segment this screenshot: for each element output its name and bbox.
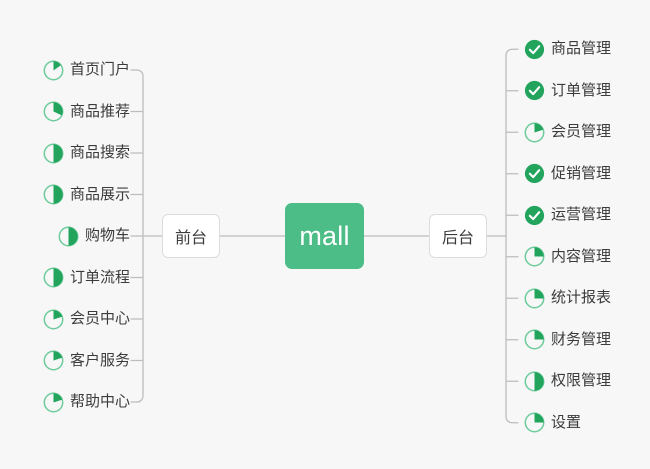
leaf-item-label: 商品管理 <box>551 40 612 58</box>
leaf-item-label: 订单管理 <box>551 81 612 99</box>
leaf-item-label: 财务管理 <box>551 330 612 348</box>
center-node-mall[interactable]: mall <box>285 203 364 269</box>
leaf-item-label: 会员中心 <box>69 310 130 327</box>
branch-node-frontend[interactable]: 前台 <box>162 214 220 258</box>
pie-progress-icon <box>58 226 79 247</box>
pie-progress-icon <box>43 101 64 122</box>
leaf-item-label: 购物车 <box>84 227 130 244</box>
pie-progress-icon <box>524 246 545 267</box>
center-node-label: mall <box>299 220 350 251</box>
leaf-item-label: 商品搜索 <box>69 144 130 161</box>
check-circle-icon <box>524 80 545 101</box>
leaf-item-left-1[interactable]: 商品推荐 <box>43 99 130 125</box>
branch-node-frontend-label: 前台 <box>174 230 207 247</box>
pie-progress-icon <box>524 412 545 433</box>
leaf-item-right-1[interactable]: 订单管理 <box>524 78 611 104</box>
leaf-item-right-4[interactable]: 运营管理 <box>524 202 611 228</box>
leaf-item-label: 设置 <box>551 413 582 431</box>
leaf-item-right-6[interactable]: 统计报表 <box>524 285 611 311</box>
leaf-item-left-4[interactable]: 购物车 <box>58 223 130 249</box>
pie-progress-icon <box>43 309 64 330</box>
leaf-item-right-5[interactable]: 内容管理 <box>524 244 611 270</box>
leaf-item-left-6[interactable]: 会员中心 <box>43 306 130 332</box>
leaf-item-left-7[interactable]: 客户服务 <box>43 348 130 374</box>
leaf-item-label: 订单流程 <box>69 268 130 286</box>
leaf-item-left-5[interactable]: 订单流程 <box>43 265 130 291</box>
leaf-item-label: 内容管理 <box>551 247 612 265</box>
branch-node-backend-label: 后台 <box>441 230 474 247</box>
leaf-item-right-9[interactable]: 设置 <box>524 410 581 436</box>
leaf-item-right-0[interactable]: 商品管理 <box>524 36 611 62</box>
leaf-item-label: 统计报表 <box>551 289 612 307</box>
pie-progress-icon <box>524 288 545 309</box>
pie-progress-icon <box>43 267 64 288</box>
leaf-item-label: 会员管理 <box>551 123 612 141</box>
leaf-item-left-0[interactable]: 首页门户 <box>43 57 130 83</box>
leaf-item-label: 商品推荐 <box>69 102 130 120</box>
leaf-item-label: 客户服务 <box>69 351 130 369</box>
branch-node-backend[interactable]: 后台 <box>429 214 487 258</box>
leaf-item-label: 运营管理 <box>551 206 612 224</box>
pie-progress-icon <box>43 392 64 413</box>
leaf-item-label: 帮助中心 <box>69 393 130 410</box>
leaf-item-label: 商品展示 <box>69 185 130 203</box>
check-circle-icon <box>524 205 545 226</box>
leaf-item-right-2[interactable]: 会员管理 <box>524 119 611 145</box>
pie-progress-icon <box>524 371 545 392</box>
leaf-item-left-8[interactable]: 帮助中心 <box>43 389 130 415</box>
check-circle-icon <box>524 39 545 60</box>
leaf-item-right-8[interactable]: 权限管理 <box>524 368 611 394</box>
pie-progress-icon <box>43 184 64 205</box>
pie-progress-icon <box>43 143 64 164</box>
leaf-item-left-3[interactable]: 商品展示 <box>43 182 130 208</box>
leaf-item-label: 首页门户 <box>69 61 130 78</box>
leaf-item-label: 促销管理 <box>551 164 612 182</box>
leaf-item-right-3[interactable]: 促销管理 <box>524 161 611 187</box>
pie-progress-icon <box>43 60 64 81</box>
leaf-item-right-7[interactable]: 财务管理 <box>524 327 611 353</box>
pie-progress-icon <box>524 329 545 350</box>
pie-progress-icon <box>524 122 545 143</box>
leaf-item-label: 权限管理 <box>551 372 612 390</box>
pie-progress-icon <box>43 350 64 371</box>
check-circle-icon <box>524 163 545 184</box>
leaf-item-left-2[interactable]: 商品搜索 <box>43 140 130 166</box>
